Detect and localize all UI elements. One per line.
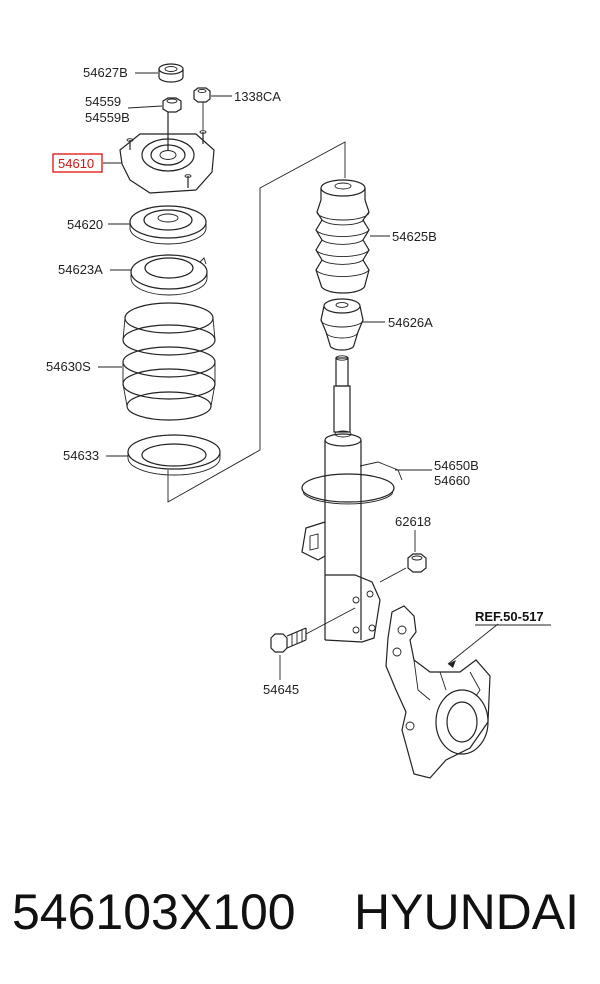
exploded-strut-diagram: 54627B 54559 54559B 1338CA 54610 54620 xyxy=(46,63,551,779)
caption-brand: HYUNDAI xyxy=(354,884,580,940)
label-1338CA: 1338CA xyxy=(234,89,281,104)
pad-54633-part xyxy=(127,434,221,476)
bump-stop-54626A-part xyxy=(320,298,364,351)
nut-1338CA-part xyxy=(193,87,211,103)
label-54623A: 54623A xyxy=(58,262,103,277)
label-54626A: 54626A xyxy=(388,315,433,330)
insulator-54610-part xyxy=(119,102,215,194)
bolt-54645-part xyxy=(270,627,307,653)
nut-54559-part xyxy=(162,97,182,113)
label-54650B: 54650B xyxy=(434,458,479,473)
label-54633: 54633 xyxy=(63,448,99,463)
label-54559B: 54559B xyxy=(85,110,130,125)
coil-spring-54630S-part xyxy=(122,302,216,421)
caption-part-number: 546103X100 xyxy=(12,884,296,940)
label-54627B: 54627B xyxy=(83,65,128,80)
cap-54627B-part xyxy=(158,63,184,83)
label-54660: 54660 xyxy=(434,473,470,488)
nut-62618-part xyxy=(407,553,427,573)
knuckle-part xyxy=(385,605,491,779)
strut-assembly-part xyxy=(301,355,403,643)
label-62618: 62618 xyxy=(395,514,431,529)
pad-54623A-part xyxy=(130,254,208,296)
label-54625B: 54625B xyxy=(392,229,437,244)
assembly-bracket-line xyxy=(167,141,346,503)
label-54630S: 54630S xyxy=(46,359,91,374)
dust-boot-54625B-part xyxy=(315,179,370,294)
ref-label: REF.50-517 xyxy=(475,609,544,624)
label-54645: 54645 xyxy=(263,682,299,697)
highlight-box xyxy=(52,153,103,173)
label-54620: 54620 xyxy=(67,217,103,232)
label-54559: 54559 xyxy=(85,94,121,109)
label-54610: 54610 xyxy=(58,156,94,171)
seat-54620-part xyxy=(129,205,207,245)
